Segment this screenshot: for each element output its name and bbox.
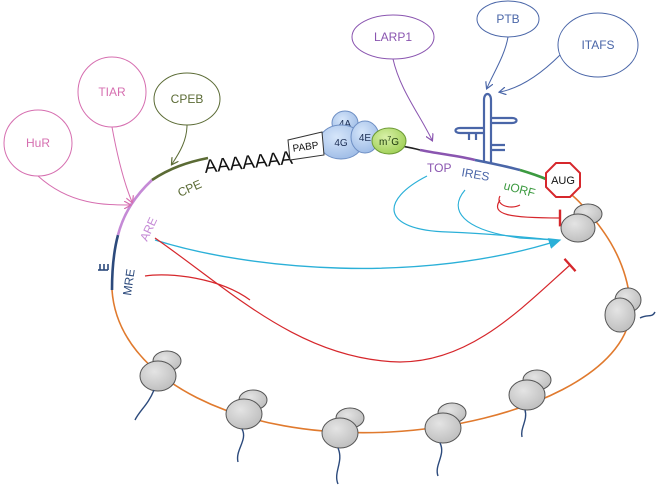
ires-stem-loop <box>454 92 518 163</box>
mirna-fork-icon <box>98 264 109 271</box>
label-top: TOP <box>427 161 451 175</box>
top-segment <box>419 148 476 162</box>
svg-text:AUG: AUG <box>551 175 575 187</box>
svg-text:4A: 4A <box>339 119 352 130</box>
ribosome-lower-left <box>225 389 268 463</box>
svg-text:4E: 4E <box>359 133 372 144</box>
aug-start-codon: AUG <box>545 162 581 198</box>
ribosome-lower-right <box>508 369 552 438</box>
ribosome-at-aug <box>560 203 603 243</box>
m7g-cap <box>371 127 407 155</box>
label-ires: IRES <box>460 165 490 184</box>
cap-binding-complex: 4A 4G 4E m7G PABP <box>287 110 407 161</box>
protein-cpeb: CPEB <box>153 72 221 164</box>
ribosome-left <box>134 350 182 421</box>
svg-text:CPEB: CPEB <box>171 92 204 106</box>
mrna-coding-region <box>111 204 632 434</box>
label-uorf: uORF <box>502 178 537 200</box>
polya-tail: AAAAAAA <box>203 148 294 178</box>
svg-text:HuR: HuR <box>26 136 50 150</box>
mre-segment <box>110 234 120 291</box>
protein-tiar: TIAR <box>77 56 147 202</box>
label-mre: MRE <box>120 268 138 296</box>
svg-text:PABP: PABP <box>292 140 320 155</box>
svg-text:TIAR: TIAR <box>98 85 126 99</box>
svg-text:PTB: PTB <box>496 12 519 26</box>
ires-segment <box>474 158 521 172</box>
protein-ptb: PTB <box>476 0 540 88</box>
svg-text:4G: 4G <box>334 138 348 149</box>
ribosome-lower-mid <box>321 407 365 485</box>
protein-hur: HuR <box>3 109 130 205</box>
svg-text:LARP1: LARP1 <box>374 30 412 44</box>
label-cpe: CPE <box>176 177 204 200</box>
ribosome-lower-mid-right <box>424 402 467 477</box>
svg-text:ITAFS: ITAFS <box>581 38 614 52</box>
protein-larp1: LARP1 <box>351 14 435 140</box>
cpe-segment <box>151 156 209 182</box>
pabp-box <box>287 131 325 161</box>
protein-itafs: ITAFS <box>500 12 639 92</box>
regulatory-arrows <box>144 175 577 363</box>
ribosome-right <box>604 287 656 333</box>
svg-text:m7G: m7G <box>379 136 399 148</box>
